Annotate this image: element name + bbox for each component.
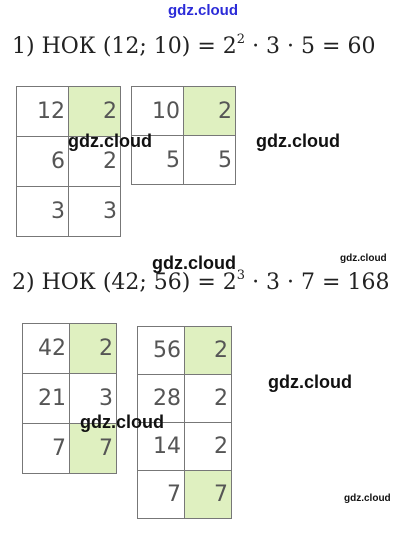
table-row: 6 2 [16,136,121,187]
equation-1: 1) НОК (12; 10) = 22 · 3 · 5 = 60 [12,32,376,59]
factor-table-12: 12 2 6 2 3 3 [16,86,121,237]
watermark: gdz.cloud [340,253,387,264]
factor-table-10: 10 2 5 5 [131,86,236,185]
watermark: gdz.cloud [344,493,391,504]
table-row: 21 3 [22,373,117,424]
table-cell: 7 [184,470,232,519]
table-row: 3 3 [16,186,121,237]
table-row: 12 2 [16,86,121,137]
table-row: 56 2 [137,326,232,375]
table-row: 10 2 [131,86,236,136]
watermark: gdz.cloud [152,253,236,273]
table-cell: 10 [131,86,184,136]
table-cell: 2 [69,323,117,374]
table-cell: 5 [183,135,236,185]
table-cell: 56 [137,326,185,375]
table-cell: 3 [68,186,121,237]
table-row: 42 2 [22,323,117,374]
table-cell: 2 [184,326,232,375]
table-cell: 7 [69,423,117,474]
table-cell: 12 [16,86,69,137]
factor-table-56: 56 2 28 2 14 2 7 7 [137,326,232,519]
watermark: gdz.cloud [68,131,152,151]
table-cell: 3 [16,186,69,237]
equation-1-rest: · 3 · 5 = 60 [245,34,376,59]
equation-2-prefix: 2) НОК (42; 56) = 2 [12,270,237,295]
equation-1-power: 2 [236,32,246,47]
table-cell: 7 [22,423,70,474]
equation-2-rest: · 3 · 7 = 168 [245,270,390,295]
table-cell: 3 [69,373,117,424]
table-row: 7 7 [22,423,117,474]
table-cell: 21 [22,373,70,424]
table-cell: 2 [184,374,232,423]
watermark: gdz.cloud [256,131,340,151]
table-cell: 2 [68,136,121,187]
watermark: gdz.cloud [268,372,352,392]
table-cell: 2 [183,86,236,136]
table-row: 14 2 [137,422,232,471]
table-cell: 7 [137,470,185,519]
table-row: 5 5 [131,135,236,185]
watermark-top: gdz.cloud [168,2,238,19]
equation-2-power: 3 [236,268,246,283]
table-cell: 42 [22,323,70,374]
factor-table-42: 42 2 21 3 7 7 [22,323,117,474]
table-row: 7 7 [137,470,232,519]
equation-1-prefix: 1) НОК (12; 10) = 2 [12,34,237,59]
table-cell: 2 [68,86,121,137]
table-cell: 6 [16,136,69,187]
table-cell: 2 [184,422,232,471]
equation-2: 2) НОК (42; 56) = 23 · 3 · 7 = 168 [12,268,390,295]
watermark: gdz.cloud [80,412,164,432]
